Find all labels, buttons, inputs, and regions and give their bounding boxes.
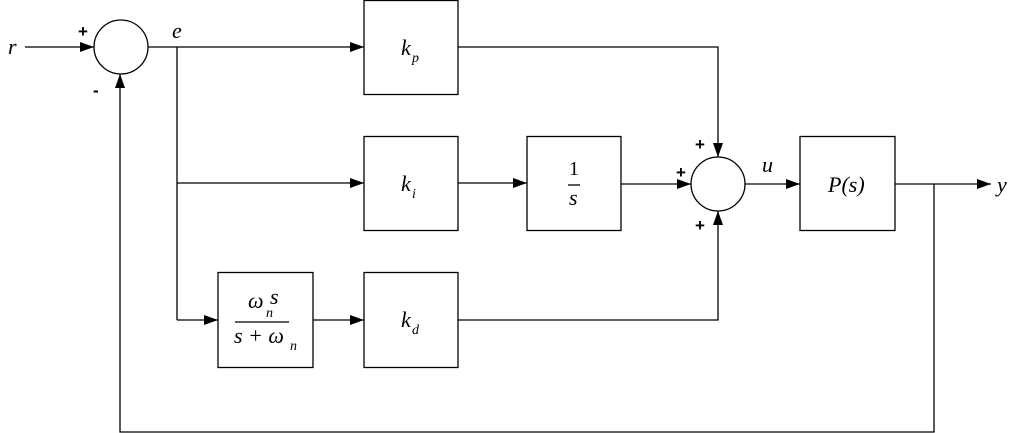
kd-subscript: d — [412, 323, 420, 338]
filter-numerator-omega: ω — [248, 288, 264, 313]
filter-denominator: s + ω — [234, 323, 284, 348]
signal-r-label: r — [8, 34, 17, 59]
filter-denominator-subscript: n — [290, 339, 297, 354]
signal-y-label: y — [995, 172, 1007, 197]
sum2-plus-top: + — [695, 135, 705, 154]
kd-block — [363, 271, 459, 369]
sum1-minus-sign: - — [93, 81, 99, 100]
filter-numerator-s: s — [270, 284, 279, 309]
kp-block — [363, 0, 459, 96]
kp-subscript: p — [411, 51, 419, 66]
filter-numerator-subscript: n — [266, 306, 273, 321]
ki-label: k — [401, 171, 412, 196]
integrator-numerator: 1 — [569, 158, 579, 180]
integrator-block — [526, 135, 622, 232]
feedback-path — [115, 74, 935, 433]
sum2-plus-bottom: + — [695, 216, 705, 235]
kp-label: k — [401, 35, 412, 60]
signal-e-label: e — [172, 18, 182, 43]
ki-subscript: i — [412, 187, 416, 202]
plant-label: P(s) — [827, 172, 865, 197]
sum1-plus-sign: + — [78, 22, 88, 41]
ki-block — [363, 135, 459, 232]
integrator-denominator: s — [569, 185, 578, 210]
summing-junction-2 — [690, 156, 746, 212]
arrow-kp-to-sum2 — [458, 46, 723, 157]
summing-junction-1 — [93, 19, 149, 75]
kd-label: k — [401, 307, 412, 332]
arrow-kd-to-sum2 — [458, 211, 723, 321]
sum2-plus-left: + — [676, 163, 686, 182]
signal-u-label: u — [762, 152, 773, 177]
plant-block — [799, 135, 896, 232]
